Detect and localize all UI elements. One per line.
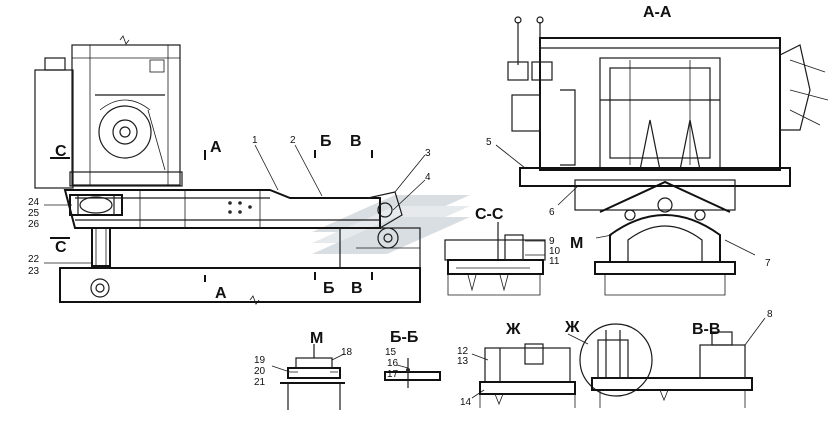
callout-8: 8 bbox=[767, 309, 773, 320]
callout-24: 24 bbox=[28, 197, 40, 208]
section-v-v-view bbox=[567, 317, 766, 408]
callout-7: 7 bbox=[765, 258, 771, 269]
detail-title-m: М bbox=[310, 330, 323, 347]
cut-label-b-bottom: Б bbox=[323, 280, 335, 297]
callout-18: 18 bbox=[341, 347, 353, 358]
section-title-b-b: Б-Б bbox=[390, 329, 418, 346]
callout-5: 5 bbox=[486, 137, 492, 148]
callout-13: 13 bbox=[457, 356, 469, 367]
cut-label-a-top: А bbox=[210, 139, 222, 156]
section-a-a-view bbox=[495, 16, 829, 296]
cut-label-c-lower: С bbox=[55, 239, 67, 256]
callout-19: 19 bbox=[254, 355, 266, 366]
callout-14: 14 bbox=[460, 397, 472, 408]
callout-25: 25 bbox=[28, 208, 40, 219]
callout-26: 26 bbox=[28, 219, 40, 230]
cut-label-v-bottom: В bbox=[351, 280, 363, 297]
view-label-m: М bbox=[570, 235, 583, 252]
section-title-v-v: В-В bbox=[692, 321, 720, 338]
callout-4: 4 bbox=[425, 172, 431, 183]
detail-callout-zh: Ж bbox=[564, 319, 580, 336]
callout-23: 23 bbox=[28, 266, 40, 277]
callout-11: 11 bbox=[549, 256, 560, 267]
callout-10: 10 bbox=[549, 246, 561, 257]
callout-17: 17 bbox=[387, 369, 399, 380]
cut-label-v-top: В bbox=[350, 133, 362, 150]
cut-label-c-upper: С bbox=[55, 143, 67, 160]
callout-12: 12 bbox=[457, 346, 469, 357]
main-side-view bbox=[34, 35, 426, 305]
detail-zh-view bbox=[471, 343, 576, 408]
watermark-logo bbox=[312, 195, 470, 254]
callout-22: 22 bbox=[28, 254, 40, 265]
callout-6: 6 bbox=[549, 207, 555, 218]
callout-3: 3 bbox=[425, 148, 431, 159]
cut-label-a-bottom: А bbox=[215, 285, 227, 302]
callout-20: 20 bbox=[254, 366, 266, 377]
section-b-b-view bbox=[384, 358, 441, 388]
callout-16: 16 bbox=[387, 358, 399, 369]
callout-9: 9 bbox=[549, 236, 555, 247]
section-title-a-a: А-А bbox=[643, 4, 672, 21]
detail-m-view bbox=[271, 344, 345, 410]
cut-label-b-top: Б bbox=[320, 133, 332, 150]
callout-1: 1 bbox=[252, 135, 258, 146]
callout-15: 15 bbox=[385, 347, 397, 358]
section-c-c-view bbox=[444, 222, 546, 296]
detail-title-zh: Ж bbox=[505, 321, 521, 338]
section-title-c-c: С-С bbox=[475, 206, 504, 223]
callout-21: 21 bbox=[254, 377, 266, 388]
callout-2: 2 bbox=[290, 135, 296, 146]
